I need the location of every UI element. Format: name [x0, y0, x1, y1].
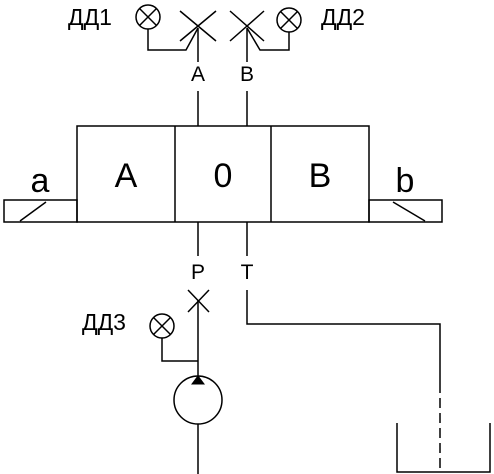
port-a-label: A — [191, 63, 205, 86]
port-t-label: T — [241, 261, 254, 284]
gauge-dd2: ДД2 — [246, 4, 365, 51]
gauge-dd2-line — [246, 27, 290, 51]
port-p-label: P — [191, 261, 205, 284]
pressure-gauge-icon — [135, 4, 161, 30]
pump-icon — [173, 375, 223, 474]
tank-icon — [396, 423, 491, 473]
gauge-dd1: ДД1 — [68, 4, 199, 51]
gauge-dd3-line — [161, 338, 198, 362]
valve-position-0: 0 — [214, 157, 233, 195]
gauge-dd1-label: ДД1 — [68, 4, 112, 30]
solenoid-left-label: a — [31, 162, 50, 200]
line-t-lower — [246, 290, 441, 383]
cross-icon — [179, 10, 217, 42]
gauge-dd3-label: ДД3 — [82, 309, 126, 335]
valve-position-a: A — [115, 157, 138, 195]
solenoid-right: b — [368, 162, 443, 223]
directional-valve: A 0 B — [76, 125, 370, 223]
pressure-gauge-icon — [276, 7, 302, 33]
port-b-label: B — [240, 63, 254, 86]
gauge-dd2-label: ДД2 — [321, 4, 365, 30]
valve-position-b: B — [309, 157, 332, 195]
gauge-dd3: ДД3 — [82, 309, 198, 362]
solenoid-left: a — [3, 162, 78, 223]
solenoid-right-label: b — [396, 162, 415, 200]
cross-icon — [229, 10, 265, 42]
valve-body — [76, 125, 370, 223]
pressure-gauge-icon — [149, 313, 175, 339]
gauge-dd1-line — [147, 27, 199, 51]
